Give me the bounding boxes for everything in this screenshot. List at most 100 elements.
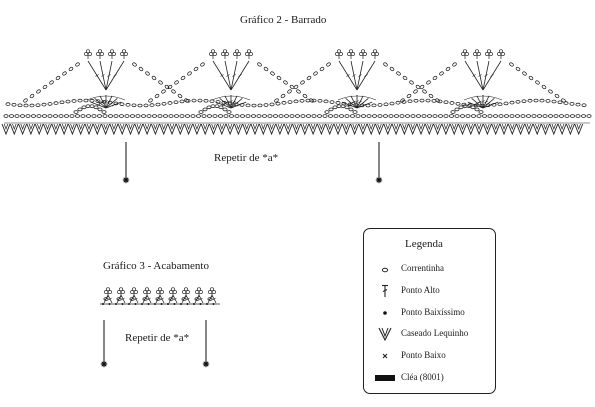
v-stitch — [1, 123, 11, 136]
chain-stitch — [197, 98, 203, 103]
v-stitch — [458, 123, 467, 136]
v-stitch — [76, 123, 86, 136]
slip-stitch — [154, 303, 156, 305]
chain-stitch — [509, 62, 514, 67]
chain-stitch — [422, 89, 427, 94]
chain-stitch — [449, 101, 455, 105]
chain-stitch — [474, 107, 480, 112]
chain-stitch — [226, 110, 232, 114]
chain-stitch — [293, 99, 299, 104]
v-stitch — [109, 123, 119, 136]
chain-stitch — [58, 114, 64, 118]
chain-stitch — [319, 66, 325, 72]
chain-stitch — [113, 101, 119, 106]
chain-stitch — [274, 98, 279, 103]
chain-stitch — [162, 114, 168, 118]
chain-stitch — [171, 89, 176, 94]
v-stitch — [233, 123, 243, 136]
v-stitch — [117, 123, 127, 136]
chain-stitch — [396, 71, 401, 76]
picot-stitch — [195, 287, 203, 297]
chain-stitch — [326, 62, 331, 67]
chain-stitch — [336, 104, 342, 108]
v-stitch — [175, 123, 185, 136]
chain-stitch — [140, 114, 146, 118]
chain-stitch — [214, 104, 220, 108]
chain-stitch — [415, 114, 421, 118]
v-stitch — [167, 123, 177, 136]
chain-stitch — [521, 99, 527, 103]
chain-stitch — [533, 98, 539, 103]
double-crochet-stitch — [338, 60, 358, 91]
legend-label-single-crochet: Ponto Baixo — [401, 350, 446, 360]
double-crochet-stitch — [350, 95, 358, 109]
chain-stitch — [402, 75, 408, 81]
chain-stitch — [198, 110, 204, 114]
chain-stitch — [173, 114, 179, 118]
chain-stitch — [432, 114, 438, 118]
chain-stitch — [293, 84, 299, 90]
v-stitch — [242, 123, 252, 136]
chain-stitch — [526, 114, 532, 118]
chain-stitch — [452, 62, 457, 67]
chain-stitch — [287, 100, 293, 104]
slip-stitch — [160, 303, 163, 305]
chain-stitch — [161, 101, 167, 106]
slip-stitch — [199, 303, 202, 305]
picot-stitch — [208, 287, 216, 297]
double-crochet-stitch — [146, 294, 152, 304]
chain-stitch — [542, 114, 548, 118]
chain-stitch — [338, 114, 344, 118]
chain-stitch — [47, 114, 53, 118]
chain-stitch — [458, 105, 464, 110]
chain-stitch — [393, 114, 399, 118]
chain-stitch — [383, 102, 389, 107]
chain-stitch — [218, 105, 224, 110]
chain-stitch — [415, 84, 421, 90]
fan-motif — [274, 49, 440, 114]
repeat-marker-star-icon — [375, 176, 383, 184]
slip-stitch — [186, 303, 189, 305]
double-crochet-stitch — [181, 294, 187, 304]
chart2-title: Gráfico 2 - Barrado — [240, 14, 327, 26]
chain-stitch — [75, 62, 80, 67]
chain-stitch — [77, 98, 83, 103]
chain-stitch — [497, 102, 503, 106]
double-crochet-stitch — [464, 60, 484, 91]
chain-stitch — [59, 100, 65, 105]
v-stitch — [358, 123, 368, 136]
chain-stitch — [180, 75, 186, 81]
chain-stitch — [80, 114, 86, 118]
v-stitch — [574, 123, 584, 136]
chain-stitch — [222, 107, 228, 112]
chain-stitch — [541, 84, 547, 90]
double-crochet-stitch — [105, 60, 113, 91]
chain-stitch — [233, 102, 239, 107]
chain-stitch — [41, 102, 47, 107]
chain-stitch — [365, 103, 371, 108]
chain-stitch — [563, 101, 569, 105]
chain-stitch — [478, 110, 484, 114]
chain-stitch — [407, 99, 413, 104]
chain-stitch — [425, 98, 431, 103]
picot-stitch — [485, 49, 493, 59]
chain-stitch — [227, 101, 233, 106]
chain-stitch — [68, 66, 74, 72]
chain-stitch — [49, 80, 54, 85]
chain-stitch — [269, 102, 275, 107]
chain-stitch — [154, 93, 160, 99]
chain-stitch — [431, 99, 437, 103]
chain-stitch — [443, 100, 449, 104]
chain-stitch — [437, 114, 443, 118]
v-stitch — [441, 123, 451, 136]
chain-stitch — [168, 114, 174, 118]
chain-stitch — [467, 103, 473, 107]
chain-stitch — [83, 98, 89, 103]
fan-motif — [148, 49, 314, 114]
chain-stitch — [11, 102, 17, 107]
chain-stitch — [349, 114, 355, 118]
fan-motif — [23, 49, 189, 114]
double-crochet-stitch — [356, 101, 373, 109]
chain-stitch — [389, 101, 395, 106]
chain-stitch — [344, 114, 350, 118]
